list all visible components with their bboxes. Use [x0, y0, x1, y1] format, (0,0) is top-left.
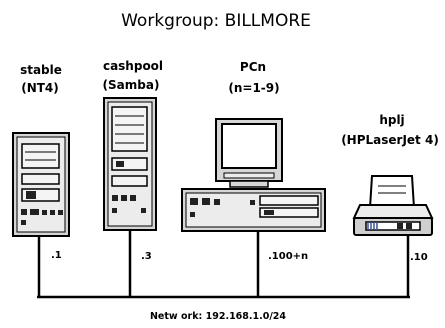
host-name-hplj: hplj	[379, 113, 404, 127]
tall-tower-server-icon	[103, 97, 157, 231]
laser-printer-icon	[352, 175, 434, 236]
host-name-stable: stable	[20, 63, 62, 77]
address-cashpool: .3	[141, 251, 152, 262]
workgroup-title: Workgroup: BILLMORE	[121, 11, 311, 31]
host-name-pcn: PCn	[240, 60, 266, 74]
address-stable: .1	[51, 250, 62, 261]
network-label: Netw ork: 192.168.1.0/24	[150, 311, 286, 322]
host-name-cashpool: cashpool	[103, 59, 163, 73]
host-detail-hplj: (HPLaserJet 4)	[341, 133, 439, 147]
host-detail-cashpool: (Samba)	[103, 78, 160, 92]
host-detail-stable: (NT4)	[21, 81, 59, 95]
desktop-pc-icon	[181, 118, 326, 232]
host-detail-pcn: (n=1-9)	[228, 81, 279, 95]
address-hplj: .10	[410, 252, 428, 263]
network-bus	[37, 230, 410, 299]
tower-server-icon	[12, 132, 70, 237]
address-pcn: .100+n	[268, 251, 308, 262]
